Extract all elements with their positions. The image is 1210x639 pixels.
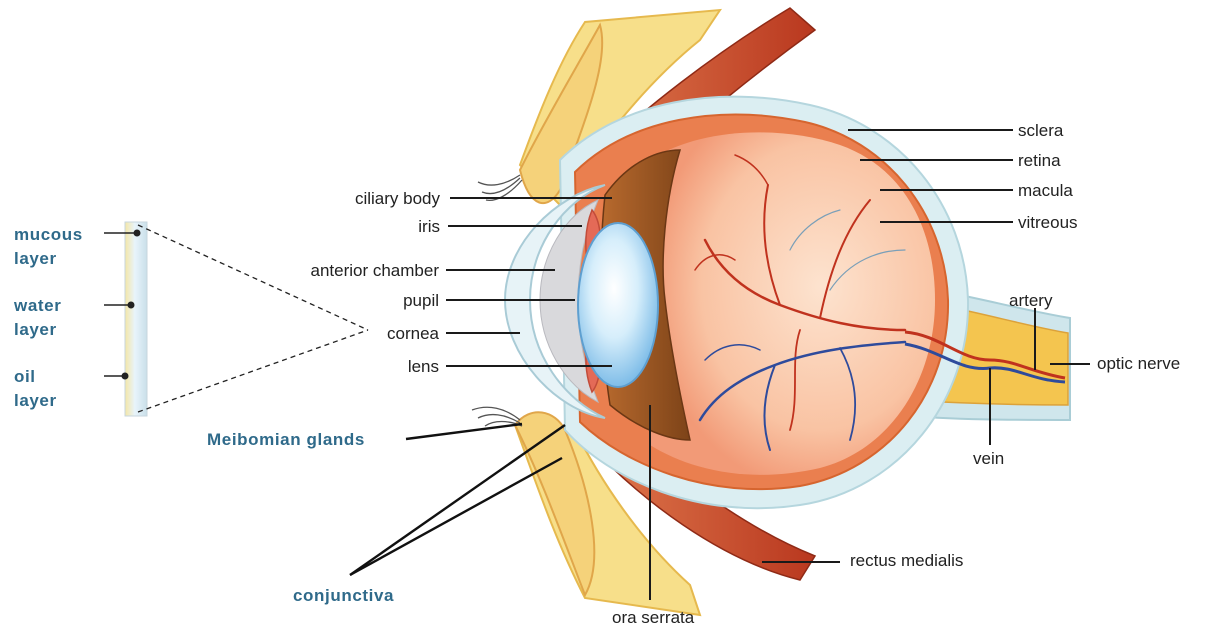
lens-label: lens <box>408 357 439 376</box>
oil-layer-label-1: oil <box>14 367 36 386</box>
vitreous-body <box>650 132 935 475</box>
inset-zoom-line-bottom <box>137 329 369 413</box>
retina-label: retina <box>1018 151 1061 170</box>
water-layer-label-2: layer <box>14 320 57 339</box>
lens-body <box>577 222 659 388</box>
anterior-chamber-label: anterior chamber <box>310 261 439 280</box>
lower-eyelid <box>513 411 596 598</box>
mucous-layer-dot <box>133 229 141 237</box>
conjunctiva-label: conjunctiva <box>293 586 394 605</box>
conjunctiva-leader-1 <box>349 424 566 576</box>
upper-eyelashes <box>477 174 523 202</box>
mucous-layer-label-2: layer <box>14 249 57 268</box>
iris-label: iris <box>418 217 440 236</box>
inset-zoom-line-top <box>137 224 369 331</box>
cornea-label: cornea <box>387 324 440 343</box>
pupil-label: pupil <box>403 291 439 310</box>
sclera-label: sclera <box>1018 121 1064 140</box>
tear-film-strip <box>124 221 148 417</box>
oil-layer-dot <box>121 372 129 380</box>
retinal-vessels <box>694 154 907 451</box>
rectus-medialis-label: rectus medialis <box>850 551 963 570</box>
ciliary-body-label: ciliary body <box>355 189 441 208</box>
ora-serrata-label: ora serrata <box>612 608 695 627</box>
leader-lines <box>349 129 1090 600</box>
meibomian-glands-leader <box>405 422 523 441</box>
artery-label: artery <box>1009 291 1053 310</box>
oil-layer-label-2: layer <box>14 391 57 410</box>
macula-label: macula <box>1018 181 1073 200</box>
tear-film-inset: mucous layer water layer oil layer <box>13 221 369 417</box>
anatomy-labels: sclera retina macula vitreous artery opt… <box>207 121 1180 627</box>
water-layer-dot <box>127 301 135 309</box>
mucous-layer-label-1: mucous <box>14 225 83 244</box>
central-artery <box>904 330 1066 380</box>
water-layer-label-1: water <box>13 296 61 315</box>
conjunctiva-leader-2 <box>349 456 563 577</box>
vein-label: vein <box>973 449 1004 468</box>
eye-illustration <box>471 7 1071 617</box>
vitreous-label: vitreous <box>1018 213 1078 232</box>
cornea-layer <box>503 184 606 419</box>
optic-nerve-label: optic nerve <box>1097 354 1180 373</box>
meibomian-glands-label: Meibomian glands <box>207 430 365 449</box>
lower-eyelashes <box>471 406 523 427</box>
upper-eyelid <box>518 22 604 205</box>
